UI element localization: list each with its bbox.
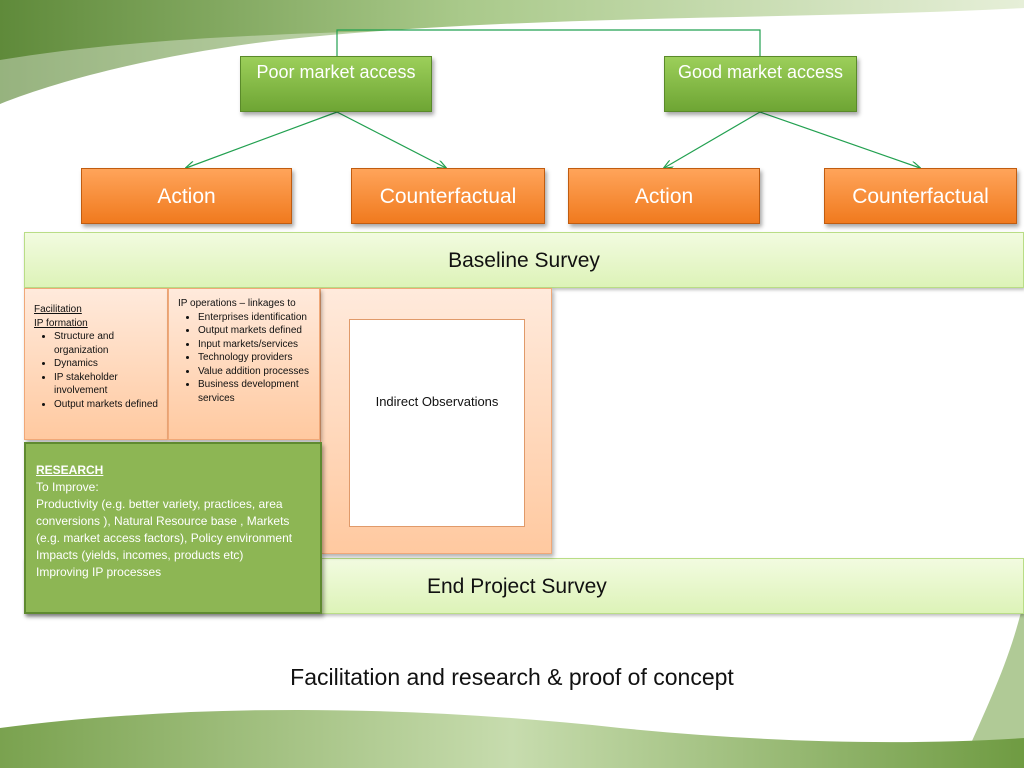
list-item: IP stakeholder involvement: [54, 371, 163, 398]
ip-operations-title: IP operations – linkages to: [178, 298, 296, 309]
baseline-survey-bar: Baseline Survey: [24, 232, 1024, 288]
counterfactual-box-good: Counterfactual: [824, 168, 1017, 224]
list-item: Enterprises identification: [198, 311, 315, 325]
list-item: Technology providers: [198, 351, 315, 365]
research-box: RESEARCH To Improve: Productivity (e.g. …: [24, 442, 322, 614]
facilitation-list: Structure and organization Dynamics IP s…: [34, 330, 163, 411]
bottom-swoosh: [0, 709, 1024, 768]
slide-caption: Facilitation and research & proof of con…: [290, 664, 734, 690]
indirect-observations-box: Indirect Observations: [349, 319, 525, 527]
good-market-access-box: Good market access: [664, 56, 857, 112]
list-item: Dynamics: [54, 357, 163, 371]
research-line: Impacts (yields, incomes, products etc): [36, 548, 244, 562]
action-box-poor: Action: [81, 168, 292, 224]
facilitation-box: Facilitation IP formation Structure and …: [24, 288, 168, 440]
research-line: Productivity (e.g. better variety, pract…: [36, 497, 293, 545]
list-item: Business development services: [198, 378, 315, 405]
poor-market-access-box: Poor market access: [240, 56, 432, 112]
list-item: Output markets defined: [54, 398, 163, 412]
research-title: RESEARCH: [36, 463, 104, 477]
end-project-survey-label: End Project Survey: [427, 575, 607, 598]
indirect-observations-panel: Indirect Observations: [320, 288, 552, 554]
ip-operations-box: IP operations – linkages to Enterprises …: [168, 288, 320, 440]
top-swoosh: [0, 0, 1024, 104]
indirect-observations-label: Indirect Observations: [375, 394, 499, 409]
list-item: Output markets defined: [198, 324, 315, 338]
right-edge-swoosh: [960, 600, 1024, 768]
counterfactual-box-poor: Counterfactual: [351, 168, 545, 224]
ip-operations-list: Enterprises identification Output market…: [178, 311, 315, 406]
top-swoosh-highlight: [0, 30, 420, 104]
list-item: Structure and organization: [54, 330, 163, 357]
facilitation-title: Facilitation: [34, 304, 82, 315]
list-item: Input markets/services: [198, 338, 315, 352]
list-item: Value addition processes: [198, 365, 315, 379]
facilitation-subtitle: IP formation: [34, 317, 88, 329]
research-line: Improving IP processes: [36, 565, 162, 579]
action-box-good: Action: [568, 168, 760, 224]
research-line: To Improve:: [36, 480, 99, 494]
